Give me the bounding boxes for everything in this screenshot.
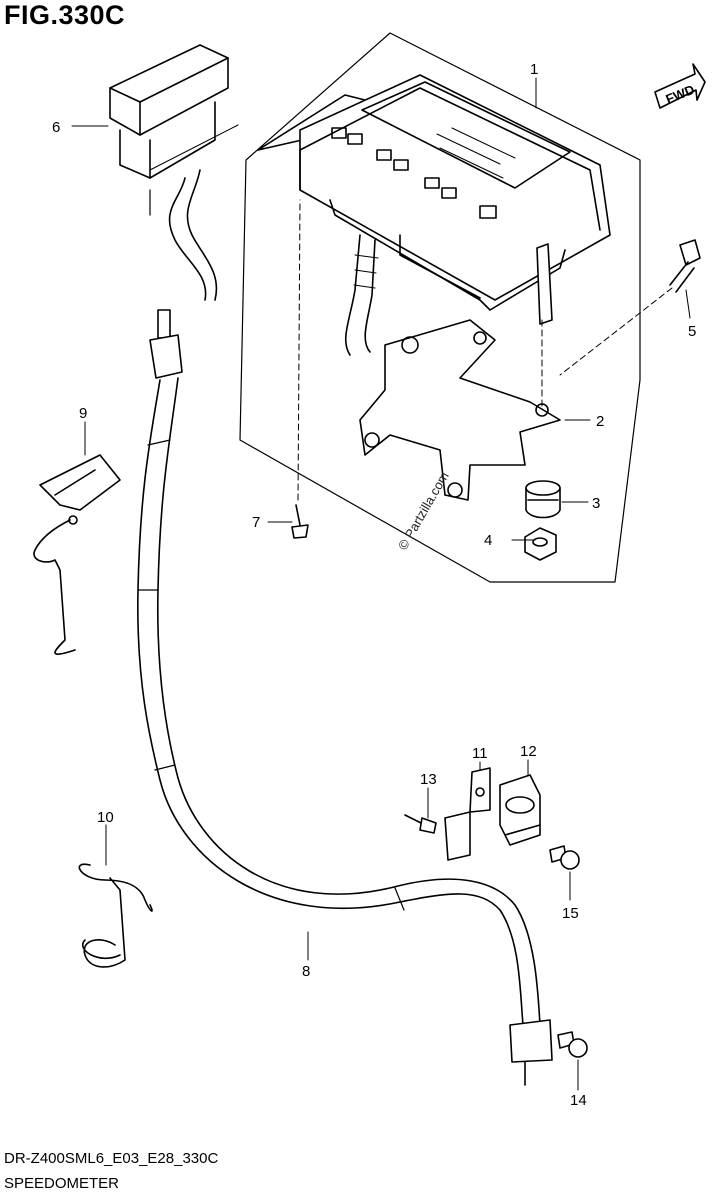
- part-10-clip: [78, 863, 153, 968]
- part-13-pin: [404, 814, 437, 834]
- part-3-grommet: [525, 480, 561, 519]
- diagram-name: SPEEDOMETER: [4, 1175, 120, 1192]
- part-1-meter: [257, 74, 611, 411]
- part-6-connector: [109, 44, 239, 301]
- part-7-screw: [291, 199, 309, 539]
- part-8-cable: [137, 309, 553, 1086]
- diagram-code: DR-Z400SML6_E03_E28_330C: [4, 1150, 219, 1167]
- callout-labels: 1 2 3 4 5 6 7 8 9 10 11 12 13 14 15: [52, 61, 696, 1109]
- figure-title: FIG.330C: [4, 0, 126, 30]
- callout-9: 9: [79, 405, 87, 422]
- part-5-bolt: [559, 239, 701, 376]
- part-14-screw: [557, 1031, 588, 1058]
- part-11-bracket: [444, 767, 491, 861]
- part-12-clamp: [499, 774, 541, 846]
- callout-11: 11: [472, 745, 488, 762]
- callout-15: 15: [562, 905, 579, 922]
- part-9-clip: [33, 454, 121, 655]
- part-4-nut: [524, 527, 557, 561]
- part-15-screw: [549, 845, 580, 870]
- fwd-arrow-icon: [654, 63, 706, 109]
- callout-10: 10: [97, 809, 114, 826]
- callout-3: 3: [592, 495, 600, 512]
- callout-8: 8: [302, 963, 310, 980]
- part-2-bracket: [359, 319, 561, 501]
- assembly-outline: [239, 32, 641, 583]
- callout-14: 14: [570, 1092, 587, 1109]
- callout-13: 13: [420, 771, 437, 788]
- leader-lines: [71, 77, 691, 1091]
- callout-2: 2: [596, 413, 604, 430]
- callout-5: 5: [688, 323, 696, 340]
- callout-12: 12: [520, 743, 537, 760]
- callout-7: 7: [252, 514, 260, 531]
- callout-1: 1: [530, 61, 538, 78]
- callout-4: 4: [484, 532, 492, 549]
- callout-6: 6: [52, 119, 60, 136]
